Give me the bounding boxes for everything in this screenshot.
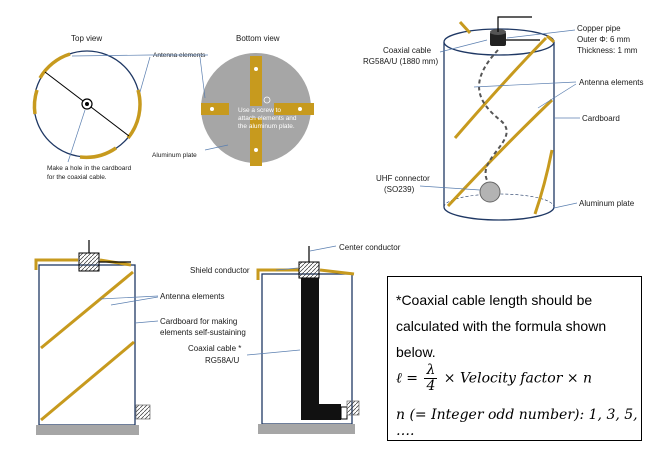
side-aluminum-plate — [36, 425, 139, 435]
iso-view: Coaxial cable RG58A/U (1880 mm) Copper p… — [363, 16, 644, 221]
top-view-hole-note: for the coaxial cable. — [47, 174, 107, 181]
section-coax-label: RG58A/U — [205, 356, 239, 365]
side-view: Antenna elements Cardboard for making el… — [34, 240, 246, 435]
uhf-label: UHF connector — [376, 174, 430, 183]
center-conductor-label: Center conductor — [339, 243, 401, 252]
bottom-view-title: Bottom view — [236, 34, 280, 43]
side-cardboard-label: Cardboard for making — [160, 317, 237, 326]
bottom-element-top — [250, 56, 262, 106]
coax-length-note: *Coaxial cable length should be calculat… — [396, 292, 607, 360]
bottom-element-left — [201, 103, 229, 115]
top-view-antenna-arc — [126, 89, 142, 140]
bottom-element-bottom — [250, 118, 262, 166]
section-view: Center conductor Shield conductor Coaxia… — [188, 243, 401, 434]
bottom-plate-label: Aluminum plate — [152, 152, 197, 159]
iso-antenna-element — [453, 36, 548, 139]
iso-antenna-element — [533, 149, 554, 215]
side-antenna-element — [40, 340, 135, 422]
top-view-hole-note: Make a hole in the cardboard — [47, 165, 132, 172]
iso-coax-label: Coaxial cable — [383, 46, 432, 55]
iso-antenna-element — [446, 98, 554, 208]
top-view-title: Top view — [71, 34, 102, 43]
formula-lhs: ℓ = — [396, 370, 419, 387]
formula-rhs: × Velocity factor × n — [443, 370, 593, 387]
bottom-element-right — [274, 103, 314, 115]
shield-conductor-label: Shield conductor — [190, 266, 250, 275]
top-view-antenna-arc — [38, 52, 71, 79]
iso-antenna-label: Antenna elements — [579, 78, 644, 87]
side-antenna-label: Antenna elements — [160, 292, 225, 301]
formula-n-definition: n (= Integer odd number): 1, 3, 5, …. — [396, 407, 638, 439]
formula-box: *Coaxial cable length should be calculat… — [387, 276, 642, 441]
iso-coax-label: RG58A/U (1880 mm) — [363, 57, 438, 66]
bottom-view: Bottom view Use a screw to attach elemen… — [150, 34, 314, 166]
side-cardboard-label: elements self-sustaining — [160, 328, 246, 337]
formula-length: ℓ = λ 4 × Velocity factor × n — [396, 363, 592, 394]
screw-note: Use a screw to — [238, 107, 281, 114]
iso-cardboard-label: Cardboard — [582, 114, 620, 123]
screw-note: the aluminum plate. — [238, 123, 295, 130]
section-coax-cable — [301, 278, 319, 420]
top-view-antenna-arc — [32, 89, 39, 115]
aluminum-plate-disc — [201, 53, 311, 163]
copper-pipe-label: Copper pipe — [577, 24, 621, 33]
side-antenna-element — [40, 270, 134, 350]
top-view-antenna-label: Antenna elements — [153, 52, 206, 59]
side-feed-connector — [78, 252, 100, 272]
formula-fraction: λ 4 — [424, 362, 438, 394]
copper-pipe-label: Outer Φ: 6 mm — [577, 35, 630, 44]
section-feed-connector — [298, 261, 320, 279]
section-coax-label: Coaxial cable * — [188, 344, 241, 353]
copper-pipe — [490, 32, 506, 46]
iso-coax-path — [478, 49, 508, 186]
top-view-hole-center — [85, 102, 89, 106]
formula-numerator: λ — [424, 362, 438, 379]
side-cardboard-body — [38, 264, 136, 426]
copper-pipe-label: Thickness: 1 mm — [577, 46, 638, 55]
section-aluminum-plate — [258, 424, 355, 434]
formula-denominator: 4 — [426, 378, 436, 394]
top-view-antenna-arc — [79, 146, 117, 160]
screw-note: attach elements and — [238, 115, 297, 122]
top-view: Top view Antenna elements Make a hole in… — [32, 34, 206, 181]
iso-plate-label: Aluminum plate — [579, 199, 635, 208]
uhf-connector — [479, 181, 501, 203]
uhf-label: (SO239) — [384, 185, 415, 194]
